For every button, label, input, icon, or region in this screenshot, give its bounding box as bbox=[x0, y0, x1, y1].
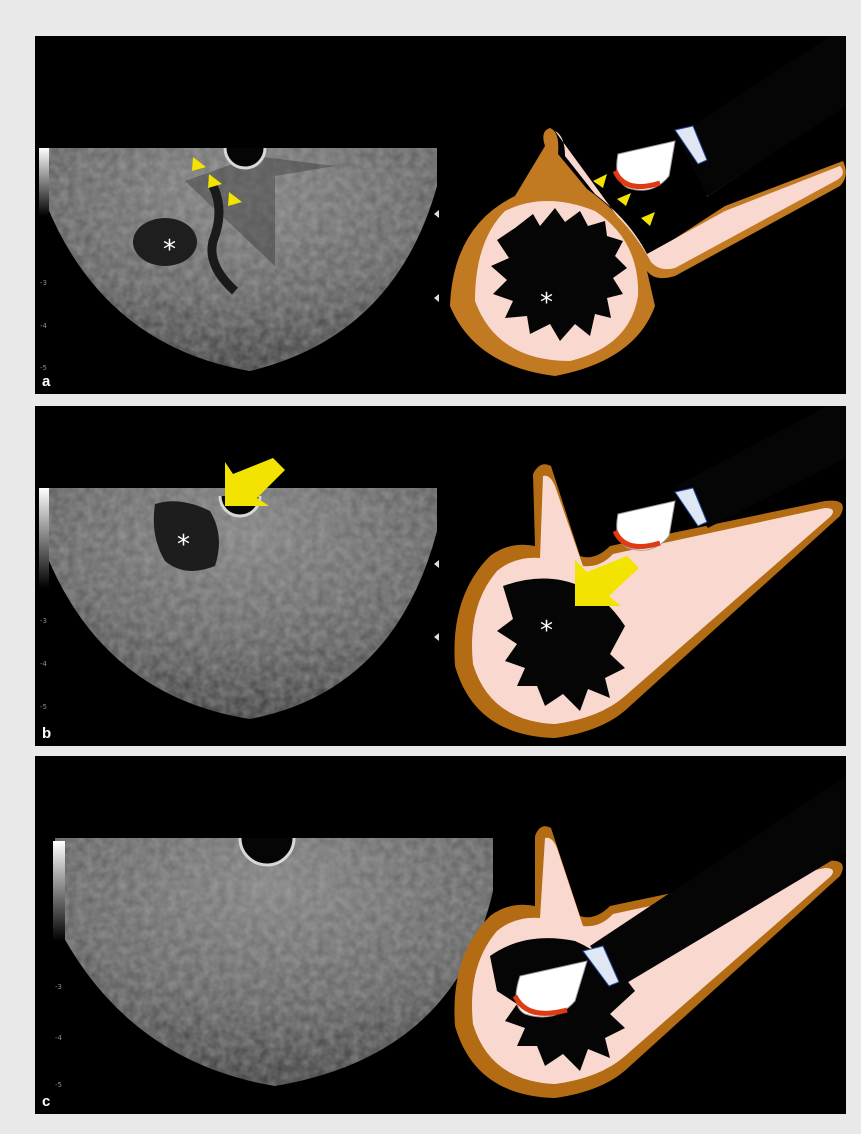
depth-tick-label: -3 bbox=[55, 983, 62, 991]
depth-tick-label: -3 bbox=[40, 279, 47, 287]
asterisk-icon: * bbox=[540, 616, 553, 646]
depth-tick-label: -5 bbox=[40, 703, 47, 711]
focus-marker-icon bbox=[434, 294, 439, 302]
depth-tick-label: -3 bbox=[40, 617, 47, 625]
grayscale-bar bbox=[53, 841, 65, 941]
schematic-diagram bbox=[454, 776, 846, 1098]
panel-b-artwork: -3 -4 -5 * * bbox=[35, 406, 846, 746]
asterisk-icon: * bbox=[540, 288, 553, 318]
panel-letter: c bbox=[42, 1093, 50, 1110]
depth-scale: -3 -4 -5 bbox=[55, 983, 63, 1089]
panel-letter: b bbox=[42, 725, 51, 742]
panel-letter: a bbox=[42, 373, 50, 390]
schematic-diagram bbox=[450, 36, 846, 376]
depth-tick-label: -5 bbox=[40, 364, 47, 372]
depth-tick-label: -4 bbox=[40, 660, 48, 668]
focus-marker-icon bbox=[434, 560, 439, 568]
depth-scale: -3 -4 -5 bbox=[40, 279, 48, 372]
panel-a: -3 -4 -5 * bbox=[35, 36, 846, 394]
ultrasound-image bbox=[47, 148, 437, 371]
depth-scale: -3 -4 -5 bbox=[40, 617, 48, 711]
asterisk-icon: * bbox=[163, 235, 176, 265]
panel-c: -3 -4 -5 c bbox=[35, 756, 846, 1114]
ultrasound-image bbox=[47, 488, 437, 719]
panel-c-artwork: -3 -4 -5 bbox=[35, 756, 846, 1114]
depth-tick-label: -4 bbox=[40, 322, 48, 330]
grayscale-bar bbox=[39, 148, 49, 216]
asterisk-icon: * bbox=[177, 530, 190, 560]
panel-b: -3 -4 -5 * * b bbox=[35, 406, 846, 746]
ultrasound-image bbox=[55, 838, 493, 1086]
focus-marker-icon bbox=[434, 210, 439, 218]
schematic-diagram bbox=[454, 406, 846, 738]
grayscale-bar bbox=[39, 488, 49, 588]
focus-marker-icon bbox=[434, 633, 439, 641]
depth-tick-label: -5 bbox=[55, 1081, 62, 1089]
depth-tick-label: -4 bbox=[55, 1034, 63, 1042]
panel-a-artwork: -3 -4 -5 * bbox=[35, 36, 846, 394]
